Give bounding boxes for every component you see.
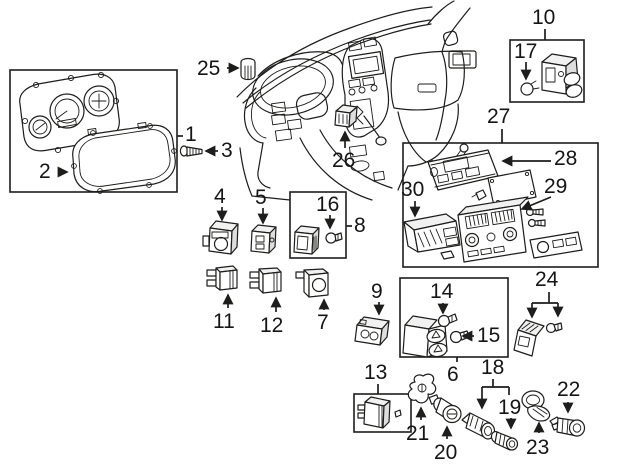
hazard-switch-drawing <box>402 315 448 358</box>
switch-10-drawing <box>541 53 583 98</box>
cap-23-drawing <box>521 390 551 422</box>
bulb-16-drawing <box>325 232 343 244</box>
callout-9[interactable]: 9 <box>371 280 383 303</box>
leader-lines <box>57 29 574 439</box>
callout-25[interactable]: 25 <box>197 57 221 80</box>
callout-19[interactable]: 19 <box>498 396 522 419</box>
radio-29-drawing <box>457 196 529 263</box>
switch-9-drawing <box>354 316 390 346</box>
heater-panel-28-drawing <box>427 149 499 191</box>
group-box-13 <box>353 393 412 433</box>
callout-14[interactable]: 14 <box>430 280 454 303</box>
grommet-21-drawing <box>407 373 437 404</box>
callout-10[interactable]: 10 <box>532 6 556 29</box>
callout-16[interactable]: 16 <box>316 193 340 216</box>
switch-12-drawing <box>249 267 282 294</box>
callout-24[interactable]: 24 <box>535 268 559 291</box>
callout-13[interactable]: 13 <box>364 361 388 384</box>
cluster-lens-drawing <box>71 122 177 194</box>
callout-22[interactable]: 22 <box>557 378 581 401</box>
callout-11[interactable]: 11 <box>213 310 235 333</box>
switch-16-drawing <box>293 225 320 255</box>
unit-27c-drawing <box>529 231 583 259</box>
callout-29[interactable]: 29 <box>544 175 568 198</box>
dashboard-drawing <box>236 0 477 201</box>
instrument-cluster-drawing <box>19 71 120 154</box>
callout-23[interactable]: 23 <box>526 436 550 459</box>
switch-11-drawing <box>206 265 238 291</box>
switch-13-drawing <box>357 396 402 429</box>
socket-18-drawing <box>461 412 496 440</box>
plug-19-drawing <box>490 430 519 451</box>
unit-30-drawing <box>403 213 461 260</box>
callout-1[interactable]: 1 <box>185 123 197 146</box>
callout-30[interactable]: 30 <box>401 178 425 201</box>
callout-18[interactable]: 18 <box>481 356 505 379</box>
switch-4-drawing <box>202 220 239 255</box>
bulb-25-drawing <box>240 57 256 81</box>
group-box-6 <box>399 277 509 358</box>
callout-20[interactable]: 20 <box>434 441 458 464</box>
callout-21[interactable]: 21 <box>406 422 430 445</box>
switch-7-drawing <box>295 268 329 298</box>
group-box-27 <box>402 142 599 268</box>
screw-3-drawing <box>179 145 203 157</box>
callout-8[interactable]: 8 <box>354 214 366 237</box>
callout-26[interactable]: 26 <box>332 149 356 172</box>
bulbs-29-drawing <box>525 207 546 228</box>
callout-27[interactable]: 27 <box>487 105 511 128</box>
switch-24-drawing <box>513 319 545 357</box>
callout-3[interactable]: 3 <box>221 139 233 162</box>
callout-7[interactable]: 7 <box>317 311 329 334</box>
socket-22-drawing <box>549 416 586 437</box>
callout-6[interactable]: 6 <box>447 363 459 386</box>
callout-4[interactable]: 4 <box>214 185 226 208</box>
callout-17[interactable]: 17 <box>514 40 538 63</box>
group-box-10 <box>509 39 585 103</box>
bulb-17-drawing <box>520 80 540 96</box>
callout-28[interactable]: 28 <box>554 147 578 170</box>
switch-5-drawing <box>250 224 277 254</box>
callout-12[interactable]: 12 <box>260 314 284 337</box>
callout-5[interactable]: 5 <box>255 186 267 209</box>
callout-15[interactable]: 15 <box>477 324 501 347</box>
bulb-24-drawing <box>545 322 563 334</box>
group-box-8 <box>289 191 347 259</box>
bulb-14-drawing <box>437 313 458 328</box>
callout-2[interactable]: 2 <box>39 160 51 183</box>
lighter-20-drawing <box>428 394 462 424</box>
switch-26-drawing <box>334 104 358 128</box>
